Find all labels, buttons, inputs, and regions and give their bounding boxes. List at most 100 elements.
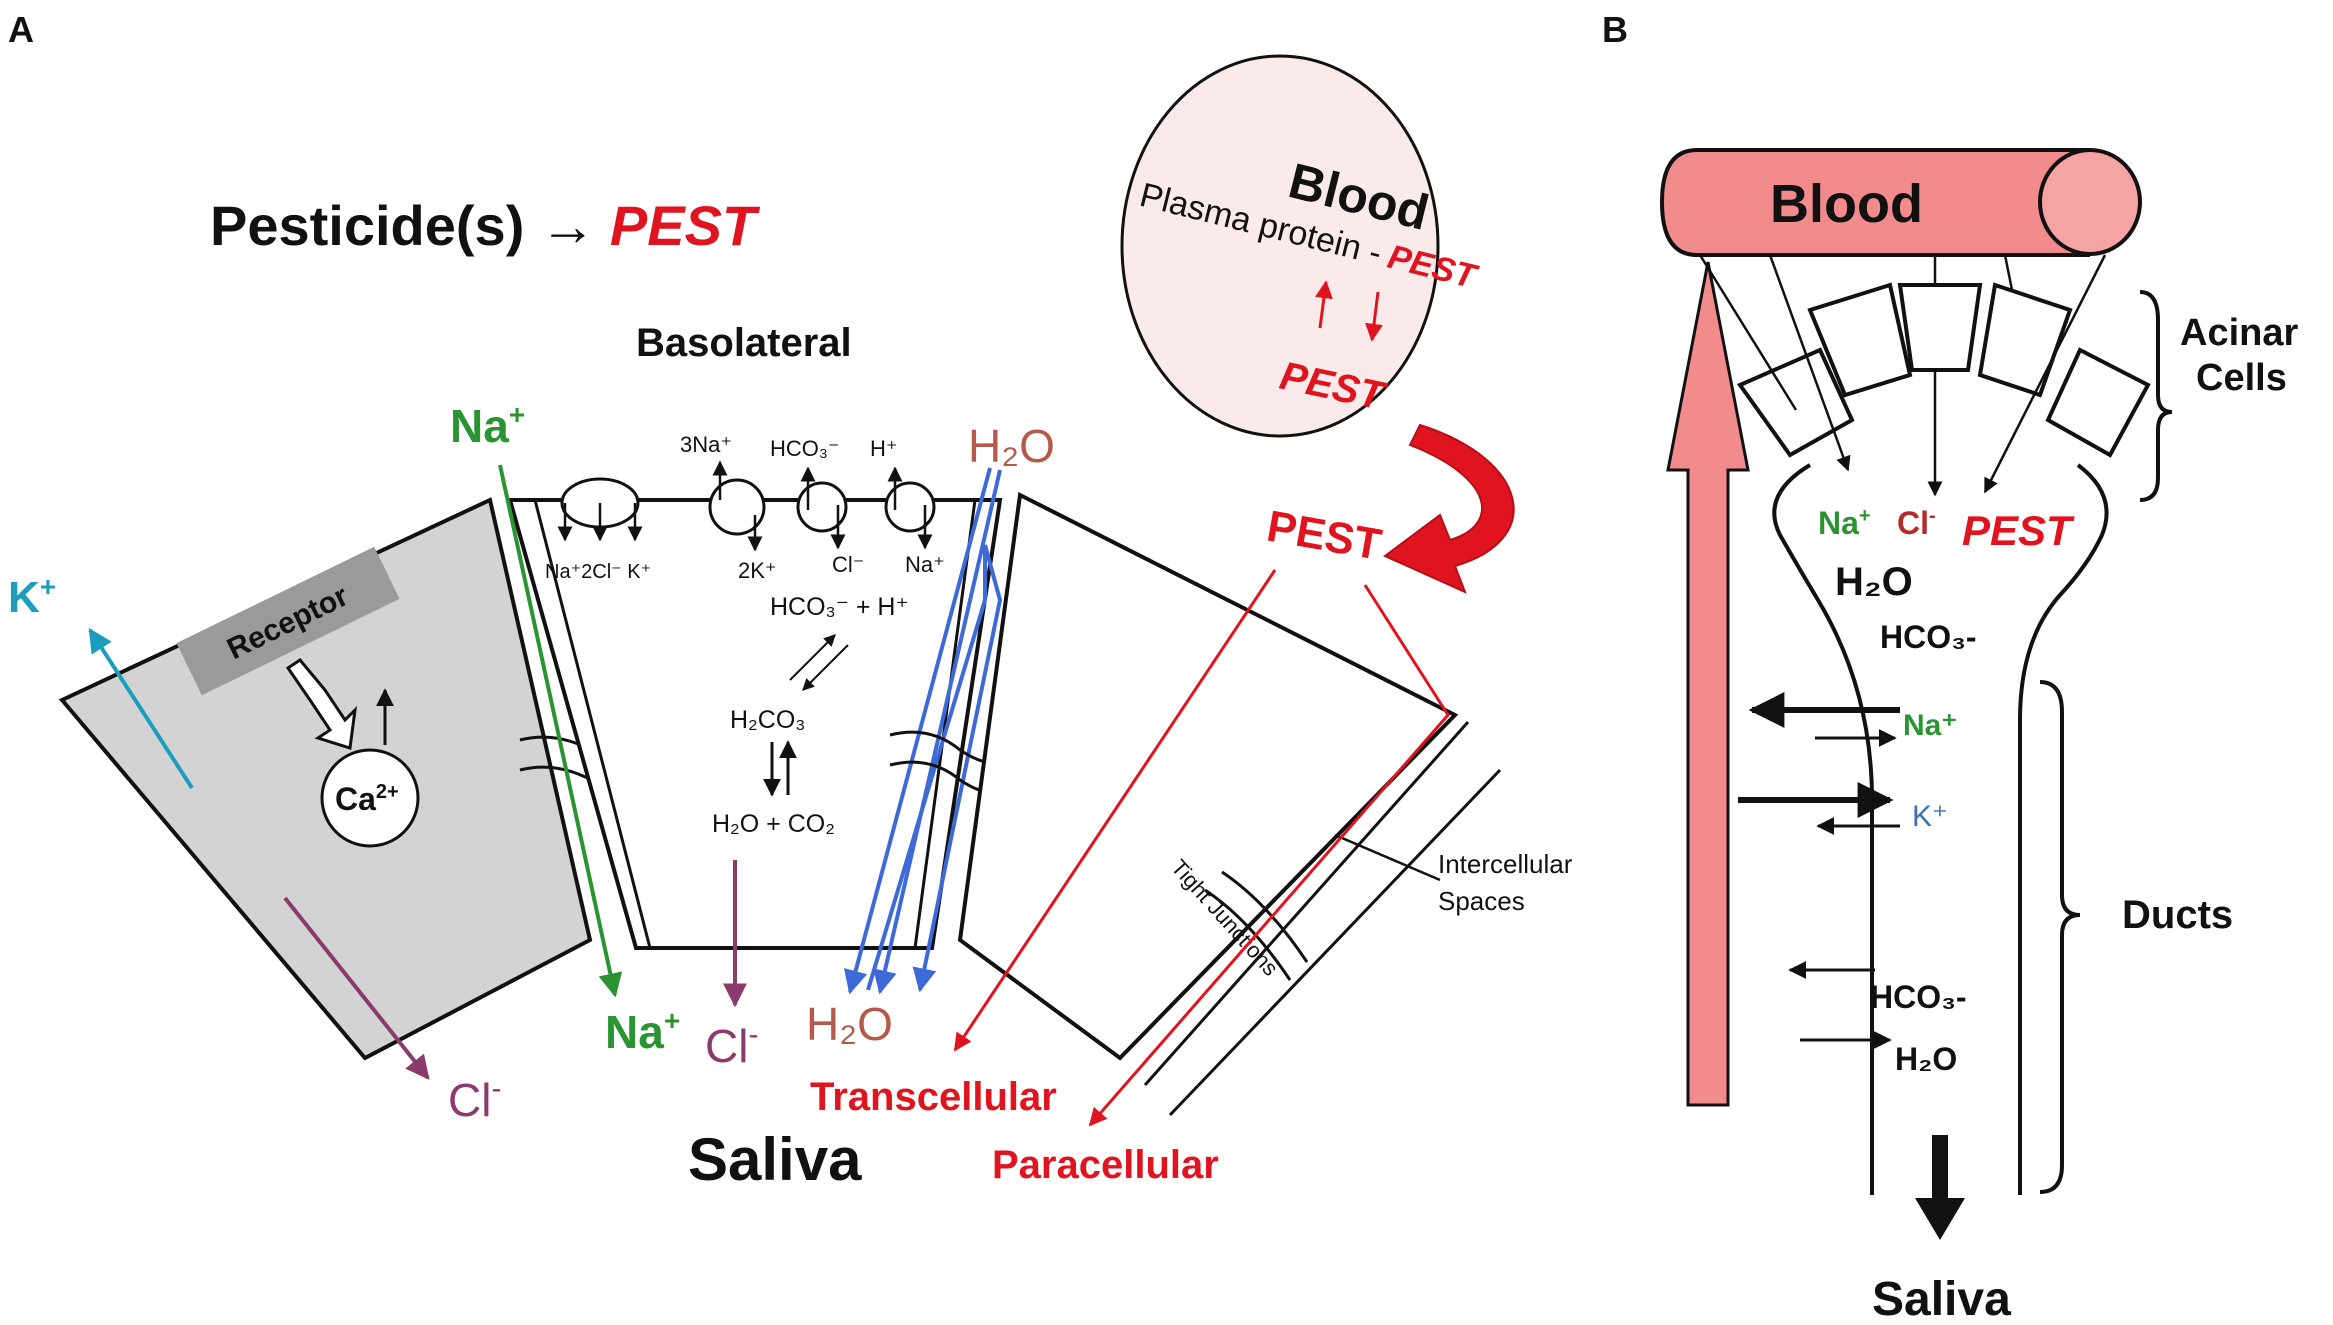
k-efflux-arrow <box>88 627 194 790</box>
water-arrow-2 <box>873 469 1002 995</box>
duct-hco3-label: HCO₃- <box>1870 979 1967 1015</box>
na-top-label: Na+ <box>450 399 525 452</box>
blood-circle-shape <box>1120 54 1440 438</box>
vessel-line-5 <box>1983 254 2107 494</box>
calcium-circle <box>320 748 420 848</box>
middle-cell-right-edge <box>913 499 977 949</box>
acinar-cl-sup: - <box>1929 505 1936 527</box>
cl-efflux-arrow <box>283 896 430 1080</box>
acinar-na-sup: + <box>1859 505 1871 527</box>
headline-text: Pesticide(s) →PEST <box>210 194 761 257</box>
basolateral-label: Basolateral <box>636 321 852 365</box>
h2o-top-label: H₂O <box>968 420 1055 472</box>
intercellular-space-line-2 <box>1168 768 1502 1117</box>
tight-junction-break-2 <box>1221 870 1309 963</box>
intercellular-pointer <box>1334 833 1441 882</box>
eq-arrow-1b <box>802 644 849 691</box>
duct-h2o-label: H₂O <box>1895 1041 1957 1077</box>
k-sup: + <box>40 571 56 602</box>
calcium-text: Ca <box>335 781 376 817</box>
acinar-cl-text: Cl <box>1897 505 1929 541</box>
label-h-top: H⁺ <box>870 436 898 461</box>
label-hco3-top: HCO₃⁻ <box>770 436 839 461</box>
cl-left-text: Cl <box>448 1074 491 1126</box>
intercellular-label-1: Intercellular <box>1438 849 1573 879</box>
blood-exit-arrow <box>1383 423 1515 594</box>
saliva-outflow-arrow <box>1915 1135 1965 1240</box>
blood-return-arrow <box>1666 261 1750 1107</box>
h2o-bottom-label: H₂O <box>806 998 893 1050</box>
h2co3-label: H₂CO₃ <box>730 706 805 734</box>
blood-vessel-body <box>1659 148 2090 257</box>
na-top-text: Na <box>450 400 509 452</box>
ducts-brace <box>2039 680 2081 1194</box>
binding-arrow-up <box>1314 280 1333 329</box>
vessel-line-2 <box>1768 254 1851 472</box>
intercellular-label-2: Spaces <box>1438 886 1525 916</box>
k-label: K+ <box>8 571 56 622</box>
k-text: K <box>8 573 40 622</box>
label-na2cl-k: Na⁺2Cl⁻ K⁺ <box>545 561 651 583</box>
duct-k-label: K⁺ <box>1912 800 1948 833</box>
acinar-cells <box>1736 282 2151 458</box>
na-paracellular-arrow <box>498 464 623 998</box>
hco3-h-label: HCO₃⁻ + H⁺ <box>770 593 909 621</box>
calcium-sup: 2+ <box>376 781 399 803</box>
acinar-hco3-label: HCO₃- <box>1880 619 1977 655</box>
na-top-sup: + <box>509 399 525 430</box>
water-arrow-4 <box>866 545 987 991</box>
water-flow <box>843 467 1003 995</box>
cl-bottom-sup: - <box>748 1018 758 1051</box>
calcium-label: Ca2+ <box>335 781 399 817</box>
tight-junction-break <box>1204 888 1292 981</box>
na-k-atpase <box>708 478 766 536</box>
receptor-box <box>176 546 400 696</box>
duct-left-wall <box>1772 463 1874 1195</box>
label-3na: 3Na⁺ <box>680 432 732 457</box>
acinar-cell-4 <box>1977 282 2073 398</box>
acinar-label-2: Cells <box>2196 357 2287 399</box>
ducts-label: Ducts <box>2122 893 2233 937</box>
right-acinar-cell <box>957 491 1459 1061</box>
h2o-co2-label: H₂O + CO₂ <box>712 810 835 838</box>
receptor-signal-arrow <box>285 658 358 750</box>
headline-pest: PEST <box>610 194 761 257</box>
acinar-brace <box>2139 290 2173 502</box>
binding-arrow-down <box>1365 291 1383 342</box>
na-bottom-text: Na <box>605 1006 664 1058</box>
blood-circle: Blood Plasma protein -PEST PEST <box>1120 54 1483 438</box>
intercellular-space-line <box>1143 721 1470 1086</box>
acinar-label-1: Acinar <box>2180 312 2298 354</box>
duct-na-label: Na⁺ <box>1903 709 1957 742</box>
vessel-line-6 <box>2003 254 2014 291</box>
acinar-cell-5 <box>2045 347 2151 458</box>
na-bottom-label: Na+ <box>605 1005 680 1058</box>
panel-label-b: B <box>1602 9 1628 50</box>
label-na-small: Na⁺ <box>905 552 945 577</box>
cl-hco3-exchanger <box>796 481 848 533</box>
panel-label-a: A <box>8 9 34 50</box>
paracellular-arrow <box>1088 584 1450 1127</box>
saliva-a-label: Saliva <box>688 1126 862 1193</box>
transporters: 3Na⁺ HCO₃⁻ H⁺ Na⁺2Cl⁻ K⁺ 2K⁺ Cl⁻ Na⁺ <box>545 432 945 583</box>
na-bottom-sup: + <box>664 1005 680 1036</box>
headline-left: Pesticide(s) → <box>210 194 596 257</box>
transcellular-label: Transcellular <box>810 1075 1057 1119</box>
cl-left-sup: - <box>491 1072 501 1105</box>
cl-left-label: Cl- <box>448 1072 501 1126</box>
na-h-exchanger <box>884 481 936 533</box>
cl-bottom-label: Cl- <box>705 1018 758 1072</box>
cl-bottom-text: Cl <box>705 1020 748 1072</box>
blood-vessel-end <box>2038 148 2142 256</box>
eq-arrow-1a <box>789 634 836 681</box>
label-cl-small: Cl⁻ <box>832 552 864 577</box>
pest-exit-label: PEST <box>1263 502 1385 570</box>
water-arrow-3 <box>912 544 1003 993</box>
blood-vessel: Blood <box>1659 148 2142 257</box>
paracellular-label: Paracellular <box>992 1143 1219 1187</box>
acinar-cell-1 <box>1736 347 1855 458</box>
water-arrow-1 <box>843 467 992 995</box>
middle-cell-left-edge <box>533 499 652 949</box>
vessel-line-1 <box>1698 254 1798 411</box>
